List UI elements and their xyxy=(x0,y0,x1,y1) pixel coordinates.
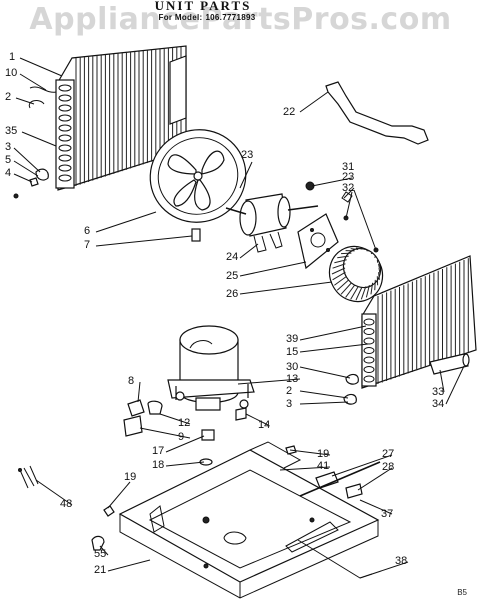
condenser-coil xyxy=(55,45,187,191)
callout-2: 2 xyxy=(5,91,12,103)
callout-38: 38 xyxy=(395,555,408,567)
callout-22: 22 xyxy=(283,106,296,118)
compressor xyxy=(167,325,255,411)
tubing-clips-left xyxy=(13,86,57,199)
callout-5: 5 xyxy=(5,154,12,166)
callout-19-right: 19 xyxy=(317,448,330,460)
callout-15: 15 xyxy=(286,346,299,358)
callout-41: 41 xyxy=(317,460,330,472)
callout-33: 33 xyxy=(432,386,445,398)
callout-10: 10 xyxy=(5,67,18,79)
callout-8: 8 xyxy=(128,375,135,387)
corner-code: B5 xyxy=(457,588,467,597)
callout-1: 1 xyxy=(9,51,16,63)
model-line: For Model:106.7771893 xyxy=(113,13,298,22)
diagram-title: UNIT PARTS xyxy=(154,0,252,13)
tubing-clips-right xyxy=(343,373,359,405)
drain-part-33-34 xyxy=(429,353,470,375)
callout-4: 4 xyxy=(5,167,12,179)
motor-mount xyxy=(297,213,339,270)
callout-13: 13 xyxy=(286,373,299,385)
callout-9: 9 xyxy=(178,431,185,443)
callout-21: 21 xyxy=(94,564,107,576)
callout-30: 30 xyxy=(286,361,299,373)
callout-39: 39 xyxy=(286,333,299,345)
callout-17: 17 xyxy=(152,445,165,457)
callout-3: 3 xyxy=(5,141,12,153)
callout-18: 18 xyxy=(152,459,165,471)
leader-lines xyxy=(13,57,465,579)
callout-24: 24 xyxy=(226,251,239,263)
fan-blade xyxy=(149,129,247,242)
base-pan xyxy=(118,441,380,599)
callout-27: 27 xyxy=(382,448,395,460)
callout-14: 14 xyxy=(258,419,271,431)
bracket-22 xyxy=(325,81,429,145)
callout-37: 37 xyxy=(381,508,394,520)
callout-7: 7 xyxy=(84,239,91,251)
evaporator-coil xyxy=(361,255,477,389)
callout-34: 34 xyxy=(432,398,445,410)
callout-35: 35 xyxy=(5,125,18,137)
callout-48: 48 xyxy=(60,498,73,510)
callout-3-right: 3 xyxy=(286,398,293,410)
model-label: For Model: xyxy=(158,13,203,22)
callout-32: 32 xyxy=(342,182,355,194)
model-number: 106.7771893 xyxy=(205,13,256,22)
callout-19-left: 19 xyxy=(124,471,137,483)
fan-motor xyxy=(225,193,319,253)
compressor-mounts xyxy=(123,399,247,466)
callout-31: 31 xyxy=(342,161,355,173)
callout-23-fan: 23 xyxy=(241,149,254,161)
callout-26: 26 xyxy=(226,288,239,300)
callout-28: 28 xyxy=(382,461,395,473)
callout-55: 55 xyxy=(94,548,107,560)
callout-25: 25 xyxy=(226,270,239,282)
callout-2-right: 2 xyxy=(286,385,293,397)
callout-6: 6 xyxy=(84,225,91,237)
callout-12: 12 xyxy=(178,417,191,429)
callout-23-right: 23 xyxy=(342,171,355,183)
watermark: AppliancePartsPros.com xyxy=(29,2,452,37)
blower-wheel xyxy=(328,245,384,303)
